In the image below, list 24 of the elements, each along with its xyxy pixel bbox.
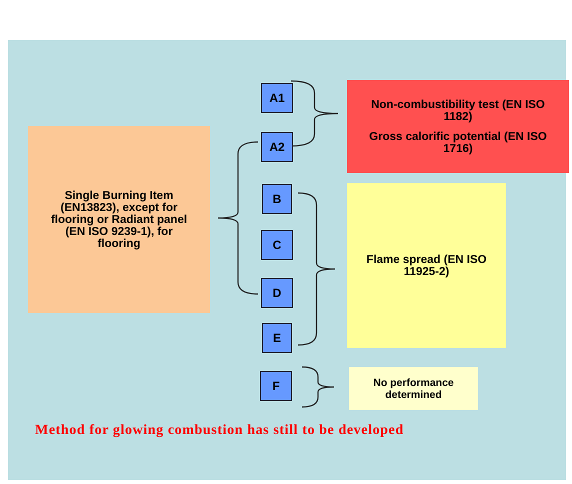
box-text: Flame spread (EN ISO 11925-2): [365, 254, 488, 278]
class-box: [262, 323, 292, 353]
box-text: A1: [269, 91, 285, 105]
test-method-box: [347, 183, 506, 348]
box-text: B: [272, 192, 282, 206]
box-text: Non-combustibility test (EN ISO 1182): [370, 98, 546, 122]
box-text: C: [272, 238, 282, 252]
class-box: [262, 184, 292, 214]
method-box: [28, 126, 210, 313]
class-box: [261, 230, 293, 260]
box-text: D: [272, 286, 282, 300]
box-text: A2: [269, 140, 285, 154]
test-method-box: [347, 80, 569, 173]
result-box: [349, 367, 478, 410]
class-box: [260, 371, 292, 401]
note-text: Method for glowing combustion has still to be developed: [35, 423, 404, 439]
box-text: Single Burning Item (EN13823), except for flooring or Radiant panel (EN ISO 9239-1), for flooring: [50, 190, 188, 250]
box-text: F: [272, 379, 280, 393]
box-text: No performance determined: [372, 376, 455, 400]
box-text: Gross calorific potential (EN ISO 1716): [368, 130, 548, 154]
box-text: E: [272, 331, 281, 345]
class-box: [261, 278, 293, 308]
class-box: [261, 132, 293, 162]
class-box: [261, 83, 293, 113]
